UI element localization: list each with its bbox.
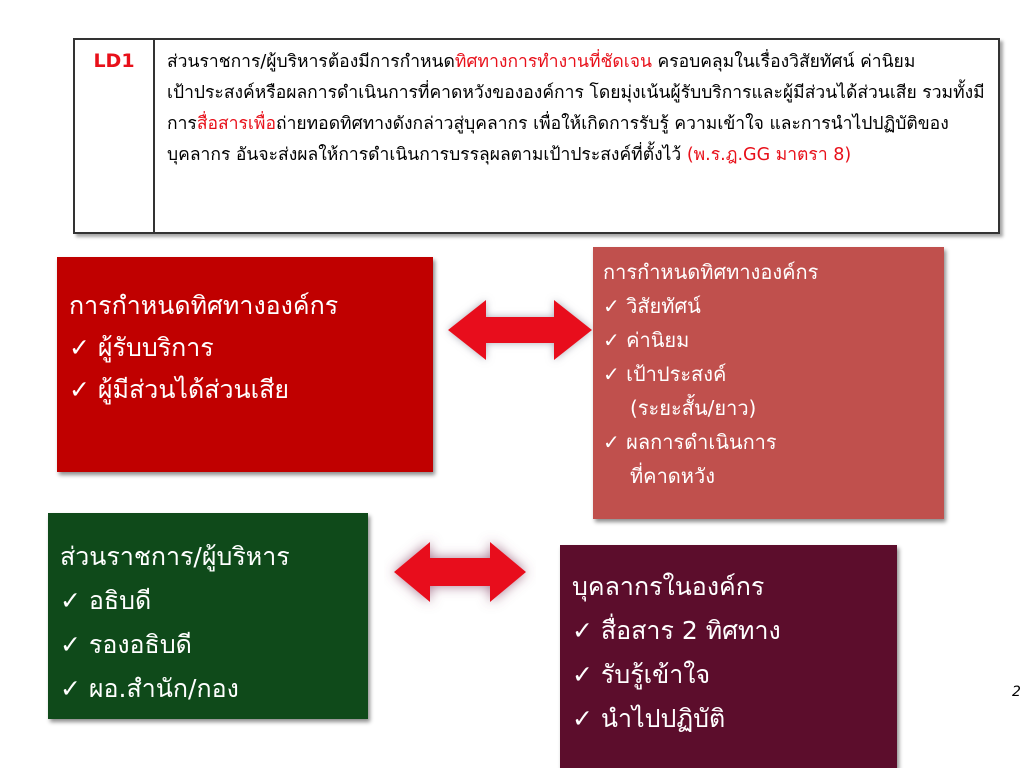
criterion-reference: (พ.ร.ฎ.GG มาตรา 8) [686, 145, 852, 165]
box-executives: ส่วนราชการ/ผู้บริหาร ✓ อธิบดี ✓ รองอธิบด… [48, 513, 368, 719]
list-item: ✓ ผู้รับบริการ [69, 333, 214, 362]
criterion-text-3: ถ่ายทอดทิศทางดังกล่าวสู่บุคลากร เพื่อให้… [167, 114, 949, 165]
list-item: ✓ วิสัยทัศน์ [603, 294, 701, 318]
list-item: ✓ นำไปปฏิบัติ [572, 704, 726, 733]
criterion-highlight-2: สื่อสารเพื่อ [196, 114, 276, 134]
list-item: ✓ รับรู้เข้าใจ [572, 660, 711, 689]
box-title: การกำหนดทิศทางองค์กร [603, 260, 819, 284]
list-item: ✓ ผอ.สำนัก/กอง [60, 674, 239, 703]
list-item: ✓ ผู้มีส่วนได้ส่วนเสีย [69, 375, 290, 404]
criterion-table: LD1 ส่วนราชการ/ผู้บริหารต้องมีการกำหนดทิ… [73, 38, 1000, 234]
list-item: ✓ สื่อสาร 2 ทิศทาง [572, 616, 781, 645]
list-item-continuation: (ระยะสั้น/ยาว) [630, 396, 757, 420]
list-item-continuation: ที่คาดหวัง [630, 464, 715, 488]
criterion-text-2: ครอบคลุมในเรื่องวิสัยทัศน์ ค่านิยม เป้าป… [167, 52, 985, 134]
criterion-code: LD1 [75, 40, 155, 232]
criterion-highlight-1: ทิศทางการทำงานที่ชัดเจน [454, 52, 652, 72]
list-item: ✓ อธิบดี [60, 586, 152, 615]
box-title: บุคลากรในองค์กร [572, 572, 765, 601]
list-item: ✓ รองอธิบดี [60, 630, 192, 659]
criterion-text-1: ส่วนราชการ/ผู้บริหารต้องมีการกำหนด [167, 52, 455, 72]
box-personnel: บุคลากรในองค์กร ✓ สื่อสาร 2 ทิศทาง ✓ รับ… [560, 545, 897, 768]
criterion-description: ส่วนราชการ/ผู้บริหารต้องมีการกำหนดทิศทาง… [155, 40, 998, 232]
box-title: ส่วนราชการ/ผู้บริหาร [60, 542, 290, 571]
box-direction-elements: การกำหนดทิศทางองค์กร ✓ วิสัยทัศน์ ✓ ค่าน… [593, 247, 944, 519]
list-item: ✓ ผลการดำเนินการ [603, 430, 777, 454]
double-arrow-icon [448, 300, 592, 360]
double-arrow-icon [394, 542, 526, 602]
list-item: ✓ เป้าประสงค์ [603, 362, 727, 386]
box-title: การกำหนดทิศทางองค์กร [69, 291, 339, 320]
box-direction-customers: การกำหนดทิศทางองค์กร ✓ ผู้รับบริการ ✓ ผู… [57, 257, 433, 472]
page-number: 2 [1012, 684, 1021, 700]
list-item: ✓ ค่านิยม [603, 328, 690, 352]
